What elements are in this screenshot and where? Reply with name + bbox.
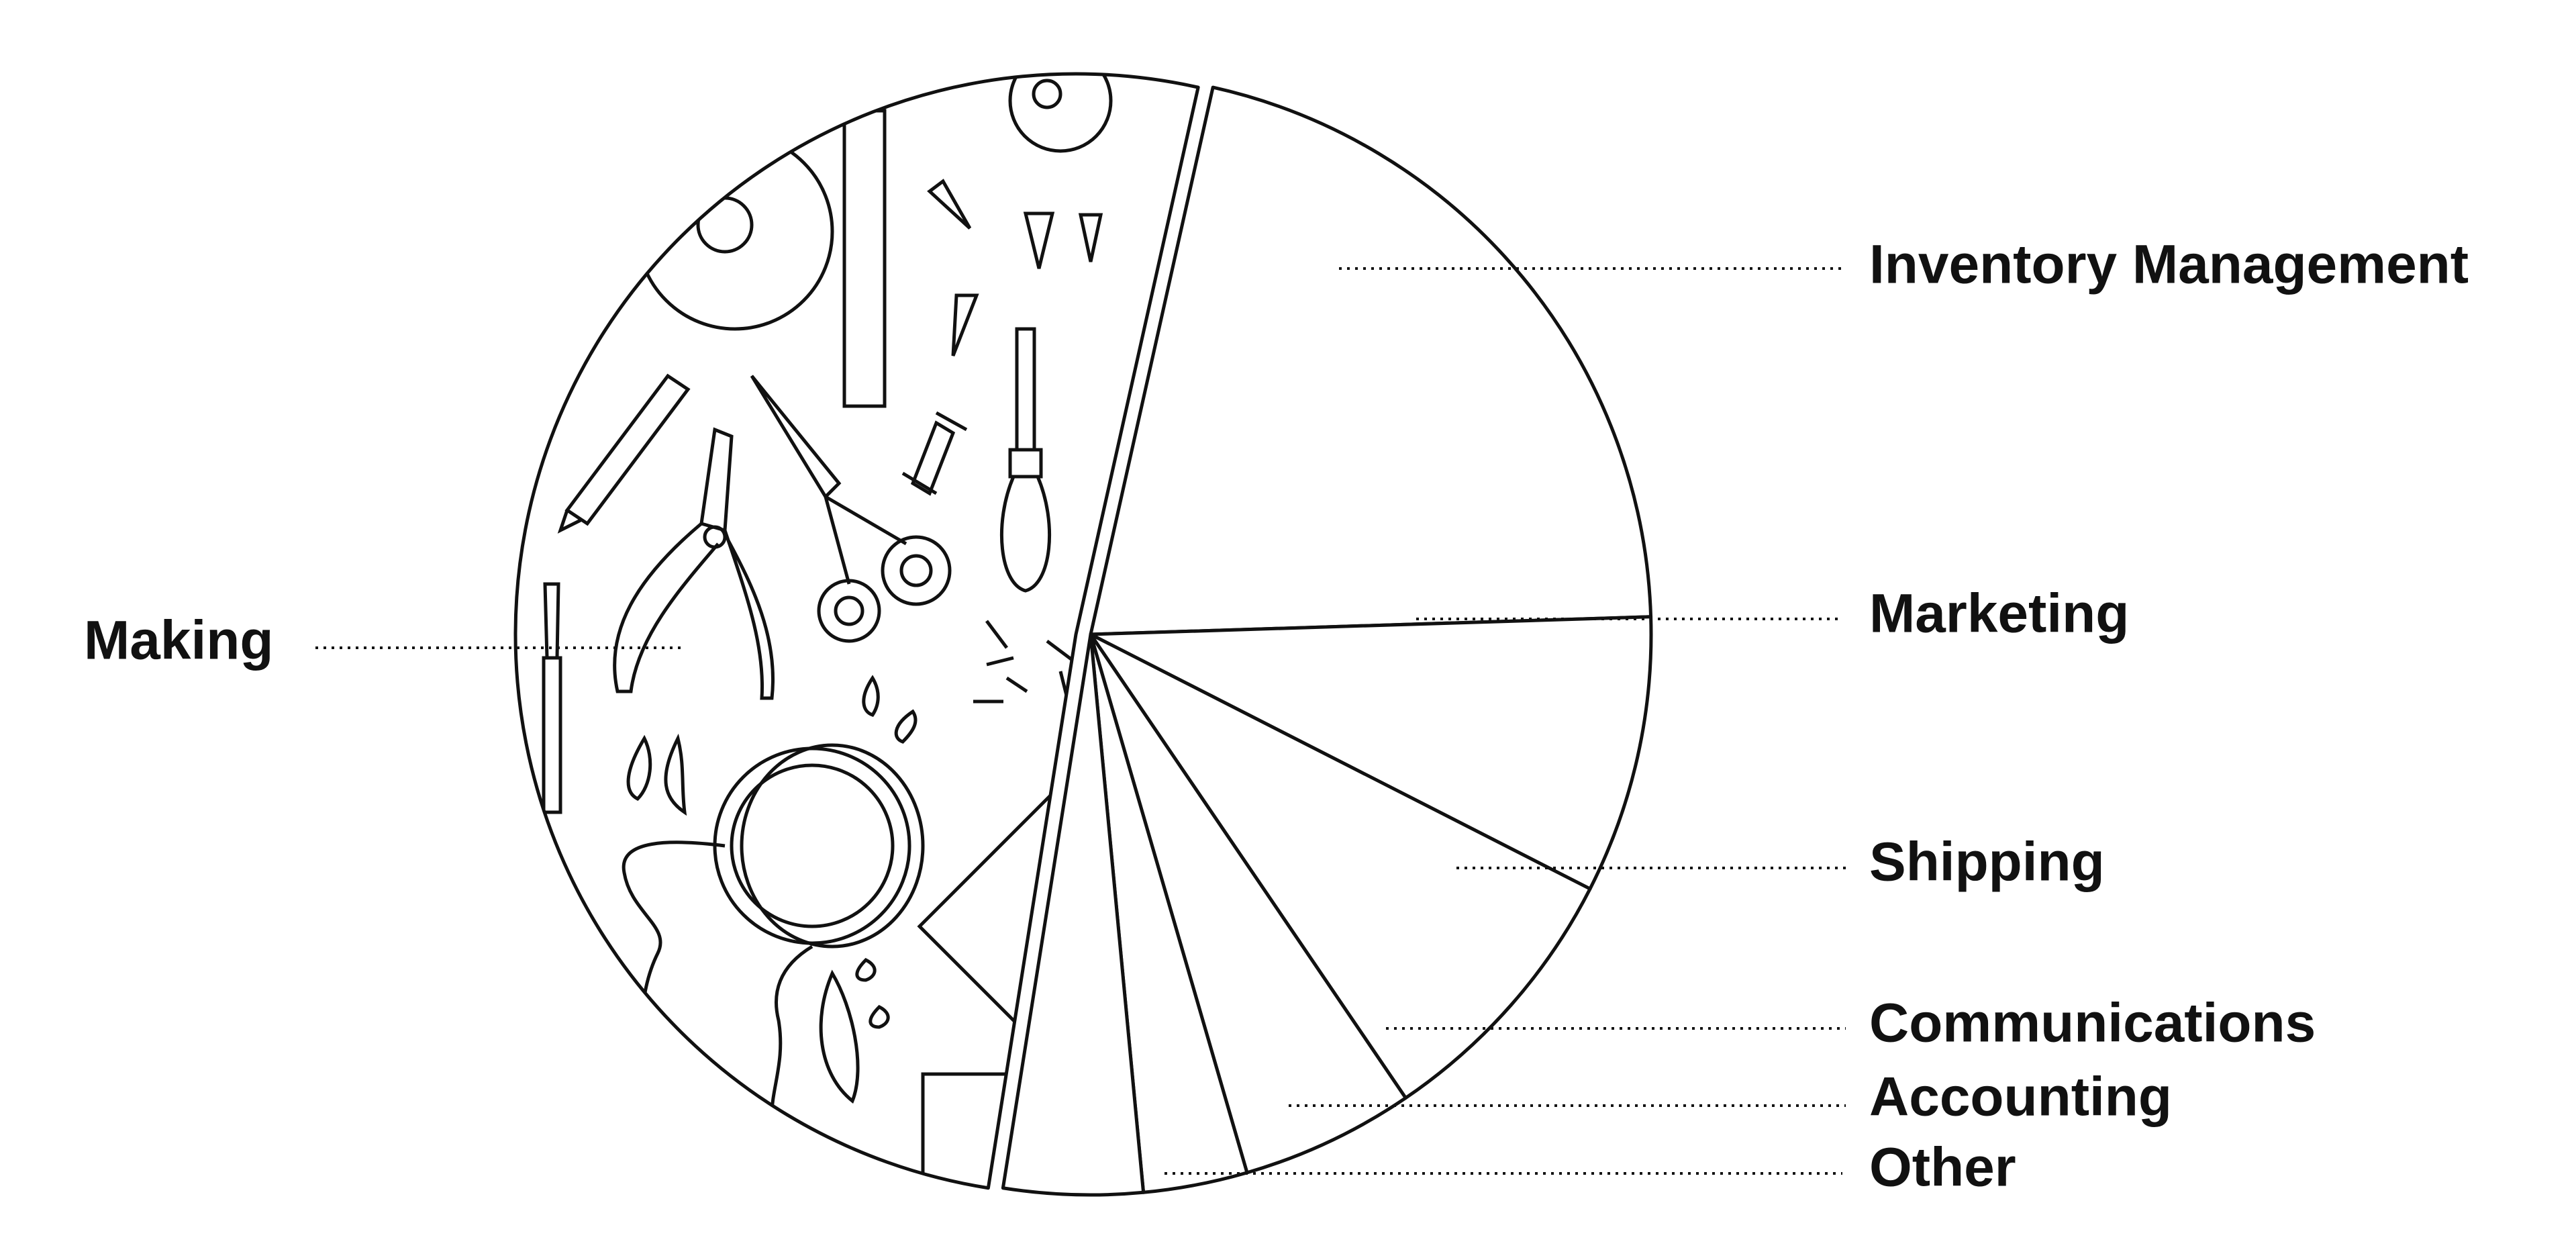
leader-lines	[315, 267, 1846, 1175]
pliers-icon	[613, 427, 775, 700]
label-marketing: Marketing	[1869, 583, 2129, 644]
screwdriver-small-icon	[542, 582, 562, 814]
droplets-icon	[626, 675, 918, 1104]
pencil-icon	[557, 373, 691, 534]
slice-labels: Making Inventory ManagementMarketingShipp…	[84, 234, 2469, 1198]
label-communications: Communications	[1869, 993, 2316, 1054]
slice-making-outline	[513, 72, 1200, 1190]
tape-reel-icon	[713, 743, 925, 949]
slice-other	[1001, 632, 1146, 1197]
pie-slices	[1001, 85, 1653, 1197]
spool-icon	[901, 411, 968, 496]
scissors-icon	[750, 375, 952, 643]
ruler-icon	[842, 109, 887, 408]
slice-inventory-management	[1089, 85, 1653, 636]
slice-communications	[1089, 632, 1407, 1175]
pins-icon	[927, 179, 1103, 356]
slice-marketing	[1089, 615, 1653, 891]
screwdriver-icon	[999, 327, 1052, 593]
sparkle-marks	[973, 620, 1075, 704]
string-line	[622, 840, 726, 1068]
measuring-tape-icon	[1008, 73, 1113, 153]
label-making: Making	[84, 610, 273, 671]
tape-roll-icon	[636, 132, 834, 331]
label-inventory-management: Inventory Management	[1869, 234, 2469, 295]
label-other: Other	[1869, 1137, 2016, 1198]
label-shipping: Shipping	[1869, 832, 2105, 893]
slice-shipping	[1089, 632, 1592, 1100]
label-accounting: Accounting	[1869, 1067, 2172, 1128]
